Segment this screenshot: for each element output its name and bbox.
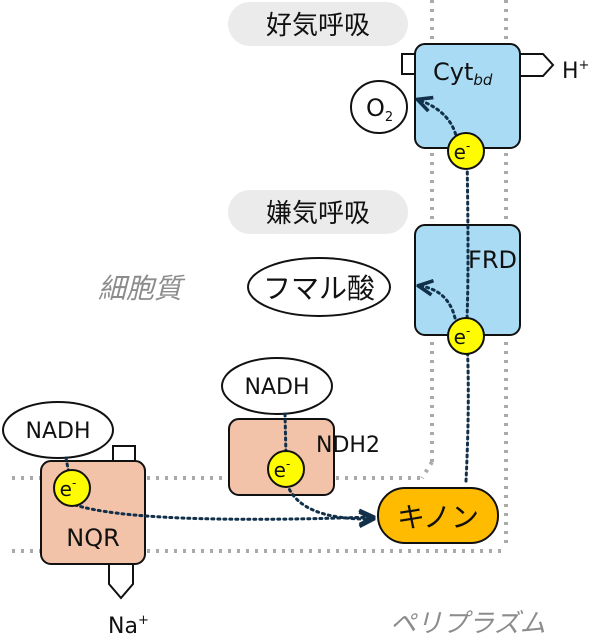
svg-text:e-: e-	[454, 139, 471, 164]
frd-label: FRD	[468, 246, 517, 274]
cyt-bd-complex: Cytbd	[401, 43, 555, 149]
nadh-ndh2-molecule: NADH	[221, 357, 333, 415]
anaerobic-section-label: 嫌気呼吸	[266, 199, 370, 229]
anaerobic-section-pill: 嫌気呼吸	[228, 190, 408, 234]
aerobic-section-pill: 好気呼吸	[228, 2, 408, 46]
electron-paths	[64, 100, 470, 519]
cytoplasm-label: 細胞質	[98, 272, 186, 305]
svg-text:e-: e-	[454, 324, 471, 349]
fumarate-molecule: フマル酸	[247, 257, 391, 317]
electron-nqr: e-	[53, 469, 91, 507]
nqr-complex: NQR	[40, 445, 146, 600]
svg-text:e-: e-	[274, 457, 291, 482]
aerobic-section-label: 好気呼吸	[266, 11, 370, 41]
h-plus-label: H+	[562, 58, 589, 84]
o2-molecule: O2	[350, 80, 408, 134]
periplasm-label: ペリプラズム	[390, 609, 545, 639]
electron-frd: e-	[447, 317, 485, 355]
ndh2-label: NDH2	[316, 433, 380, 458]
svg-text:e-: e-	[60, 476, 77, 501]
svg-text:NADH: NADH	[245, 375, 310, 400]
svg-text:フマル酸: フマル酸	[263, 272, 375, 305]
svg-text:キノン: キノン	[397, 501, 479, 534]
electron-cyt-bd: e-	[447, 132, 485, 170]
svg-text:O2: O2	[366, 94, 393, 125]
nqr-label: NQR	[66, 524, 120, 552]
cyt-bd-label: Cytbd	[433, 58, 493, 89]
na-plus-label: Na+	[108, 613, 149, 639]
quinone-molecule: キノン	[377, 487, 499, 544]
electron-ndh2: e-	[267, 450, 305, 488]
svg-text:NADH: NADH	[26, 419, 91, 444]
nadh-nqr-molecule: NADH	[2, 401, 114, 459]
ndh2-complex: NDH2	[228, 418, 380, 496]
